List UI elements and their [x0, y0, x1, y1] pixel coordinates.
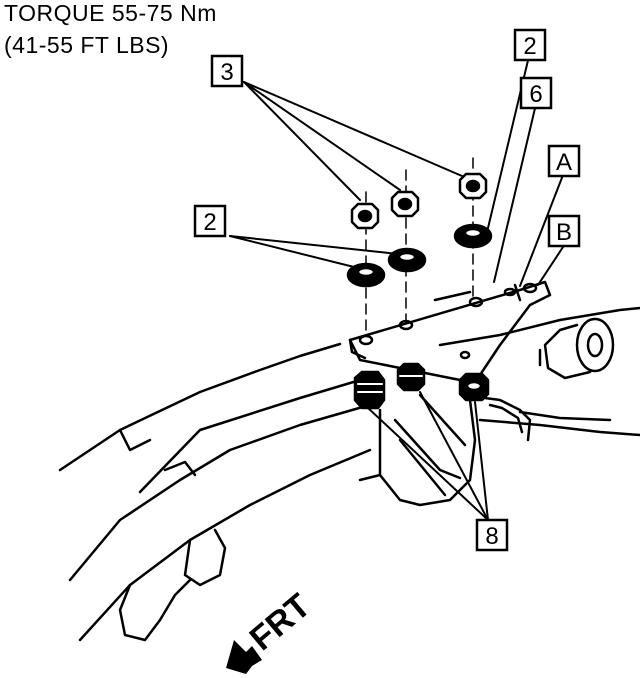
callout-B-label: B — [556, 219, 572, 246]
stud-holes — [358, 282, 538, 360]
hose-inner — [488, 403, 524, 434]
mount-bushing — [538, 317, 615, 380]
callout-2-left: 2 — [193, 204, 227, 238]
lower-nut-left — [353, 370, 386, 410]
frame-rail — [58, 306, 640, 642]
leader-lines — [229, 51, 566, 521]
callout-6: 6 — [519, 76, 553, 110]
callout-2-top-label: 2 — [523, 33, 536, 60]
hex-nut-middle — [390, 190, 420, 218]
washer-left — [346, 262, 386, 288]
callout-A-label: A — [556, 149, 572, 176]
front-direction-arrow: FRT — [226, 586, 318, 674]
callout-6-label: 6 — [529, 81, 542, 108]
callout-A: A — [547, 144, 581, 178]
callout-8: 8 — [475, 518, 509, 552]
callout-8-label: 8 — [485, 523, 498, 550]
lower-bracket — [358, 393, 477, 507]
callout-B: B — [547, 214, 581, 248]
hex-nut-right — [458, 172, 488, 200]
front-label: FRT — [243, 586, 318, 658]
torque-spec-metric: TORQUE 55-75 Nm — [4, 0, 217, 26]
lower-nut-middle — [396, 362, 426, 392]
callout-3-label: 3 — [220, 59, 233, 86]
callout-3: 3 — [210, 54, 244, 88]
callout-2-left-label: 2 — [203, 209, 216, 236]
arrow-head-icon — [226, 640, 262, 674]
washer-right — [453, 223, 493, 249]
torque-spec-imperial: (41-55 FT LBS) — [4, 32, 170, 58]
hex-nut-left — [350, 202, 380, 230]
lower-nut-right — [458, 372, 490, 402]
callout-2-top: 2 — [513, 28, 547, 62]
washer-middle — [387, 247, 427, 273]
mounting-bracket — [348, 280, 552, 382]
hose — [483, 396, 532, 442]
